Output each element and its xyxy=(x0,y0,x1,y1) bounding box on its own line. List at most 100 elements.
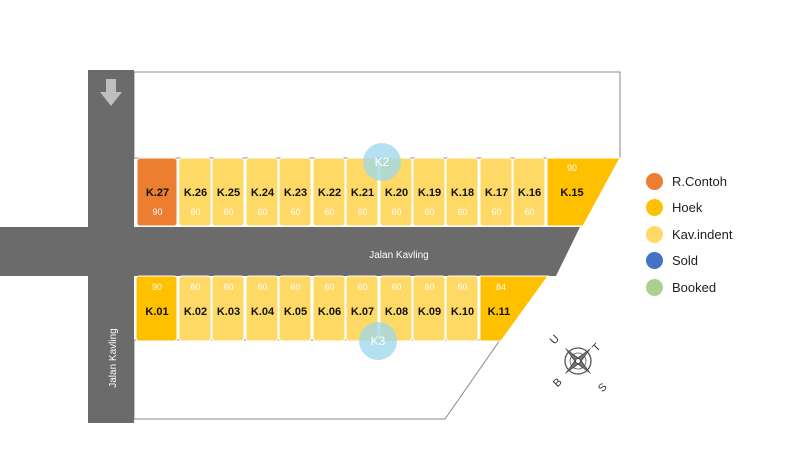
lot-size: 60 xyxy=(524,207,534,217)
vertical-road-label: Jalan Kavling xyxy=(108,328,119,387)
top-lot-row: K.2790K.2660K.2560K.2460K.2360K.2260K.21… xyxy=(136,157,621,227)
lot-size: 60 xyxy=(257,207,267,217)
legend-item-contoh: R.Contoh xyxy=(646,168,732,195)
lot-size: 60 xyxy=(190,207,200,217)
lot-number: K.09 xyxy=(418,306,441,318)
lot-size: 60 xyxy=(457,282,467,292)
lot-number: K.15 xyxy=(560,187,583,199)
lot-number: K.22 xyxy=(318,187,341,199)
lot-number: K.19 xyxy=(418,187,441,199)
legend-item-hoek: Hoek xyxy=(646,195,732,222)
lot-k08[interactable]: 60K.08 xyxy=(379,275,413,342)
legend-item-booked: Booked xyxy=(646,274,732,301)
lot-size: 84 xyxy=(496,282,506,292)
lot-number: K.26 xyxy=(184,187,207,199)
lot-k04[interactable]: 60K.04 xyxy=(245,275,279,342)
lot-k18[interactable]: K.18 60 xyxy=(445,157,479,227)
lot-size: 90 xyxy=(152,207,162,217)
lot-number: K.23 xyxy=(284,187,307,199)
lot-size: 60 xyxy=(457,207,467,217)
compass-east-label: T xyxy=(590,341,603,354)
lot-size: 60 xyxy=(290,282,300,292)
marker-k3[interactable]: K3 xyxy=(359,322,397,360)
lot-k16[interactable]: K.16 60 xyxy=(512,157,546,227)
lot-size: 60 xyxy=(424,282,434,292)
lot-number: K.08 xyxy=(385,306,408,318)
lot-k15[interactable]: 90K.15 xyxy=(546,157,621,227)
lot-number: K.03 xyxy=(217,306,240,318)
lot-size: 60 xyxy=(391,207,401,217)
lot-number: K.20 xyxy=(385,187,408,199)
legend-label: Booked xyxy=(672,279,717,295)
horizontal-road-label: Jalan Kavling xyxy=(369,250,428,261)
lot-k10[interactable]: 60K.10 xyxy=(445,275,479,342)
lot-number: K.18 xyxy=(451,187,474,199)
lot-size: 60 xyxy=(324,207,334,217)
lot-number: K.02 xyxy=(184,306,207,318)
lot-k09[interactable]: 60K.09 xyxy=(412,275,446,342)
legend-swatch xyxy=(646,225,663,243)
compass-west-label: B xyxy=(551,376,565,390)
lot-number: K.01 xyxy=(145,306,168,318)
lot-number: K.16 xyxy=(518,187,541,199)
lot-k25[interactable]: K.25 60 xyxy=(211,157,245,227)
legend-label: Sold xyxy=(672,253,699,269)
lot-number: K.21 xyxy=(351,187,374,199)
lot-k01[interactable]: 90K.01 xyxy=(135,275,178,342)
lot-number: K.24 xyxy=(251,187,275,199)
lot-k17[interactable]: K.17 60 xyxy=(479,157,513,227)
lot-number: K.10 xyxy=(451,306,474,318)
compass-icon xyxy=(564,347,592,375)
lot-size: 60 xyxy=(391,282,401,292)
lot-k02[interactable]: 60K.02 xyxy=(178,275,212,342)
lot-k11[interactable]: 84K.11 xyxy=(479,275,549,342)
marker-label: K2 xyxy=(375,155,390,169)
lot-size: 60 xyxy=(491,207,501,217)
marker-k2[interactable]: K2 xyxy=(363,143,401,181)
bottom-lot-row: 90K.0160K.0260K.0360K.0460K.0560K.0660K.… xyxy=(135,275,549,342)
lot-size: 60 xyxy=(190,282,200,292)
lot-size: 60 xyxy=(223,207,233,217)
lot-number: K.07 xyxy=(351,306,374,318)
lot-k26[interactable]: K.26 60 xyxy=(178,157,212,227)
lot-k24[interactable]: K.24 60 xyxy=(245,157,279,227)
legend-item-sold: Sold xyxy=(646,248,732,275)
lot-size: 90 xyxy=(152,282,162,292)
lot-k19[interactable]: K.19 60 xyxy=(412,157,446,227)
lot-number: K.17 xyxy=(485,187,508,199)
legend-swatch xyxy=(646,252,663,270)
legend-swatch xyxy=(646,199,663,217)
lot-number: K.11 xyxy=(488,306,511,318)
lot-size: 60 xyxy=(357,282,367,292)
lot-size: 60 xyxy=(424,207,434,217)
lot-size: 60 xyxy=(257,282,267,292)
lot-k22[interactable]: K.22 60 xyxy=(312,157,346,227)
lot-k06[interactable]: 60K.06 xyxy=(312,275,346,342)
lot-k03[interactable]: 60K.03 xyxy=(211,275,245,342)
lot-size: 60 xyxy=(324,282,334,292)
lot-number: K.05 xyxy=(284,306,307,318)
lot-size: 90 xyxy=(567,163,577,173)
lot-size: 60 xyxy=(357,207,367,217)
legend-item-indent: Kav.indent xyxy=(646,221,732,248)
legend-swatch xyxy=(646,172,663,190)
legend-label: Kav.indent xyxy=(672,226,733,242)
lot-number: K.04 xyxy=(251,306,275,318)
horizontal-road xyxy=(0,227,580,276)
legend-label: R.Contoh xyxy=(672,173,727,189)
lot-number: K.06 xyxy=(318,306,341,318)
marker-label: K3 xyxy=(371,334,386,348)
bottom-block-outline xyxy=(133,339,501,420)
lot-k05[interactable]: 60K.05 xyxy=(278,275,312,342)
lot-k27[interactable]: K.27 90 xyxy=(136,157,178,227)
lot-size: 60 xyxy=(223,282,233,292)
legend-swatch xyxy=(646,278,663,296)
lot-number: K.27 xyxy=(146,187,169,199)
legend-label: Hoek xyxy=(672,200,703,216)
lot-number: K.25 xyxy=(217,187,240,199)
compass-north-label: U xyxy=(548,333,562,347)
